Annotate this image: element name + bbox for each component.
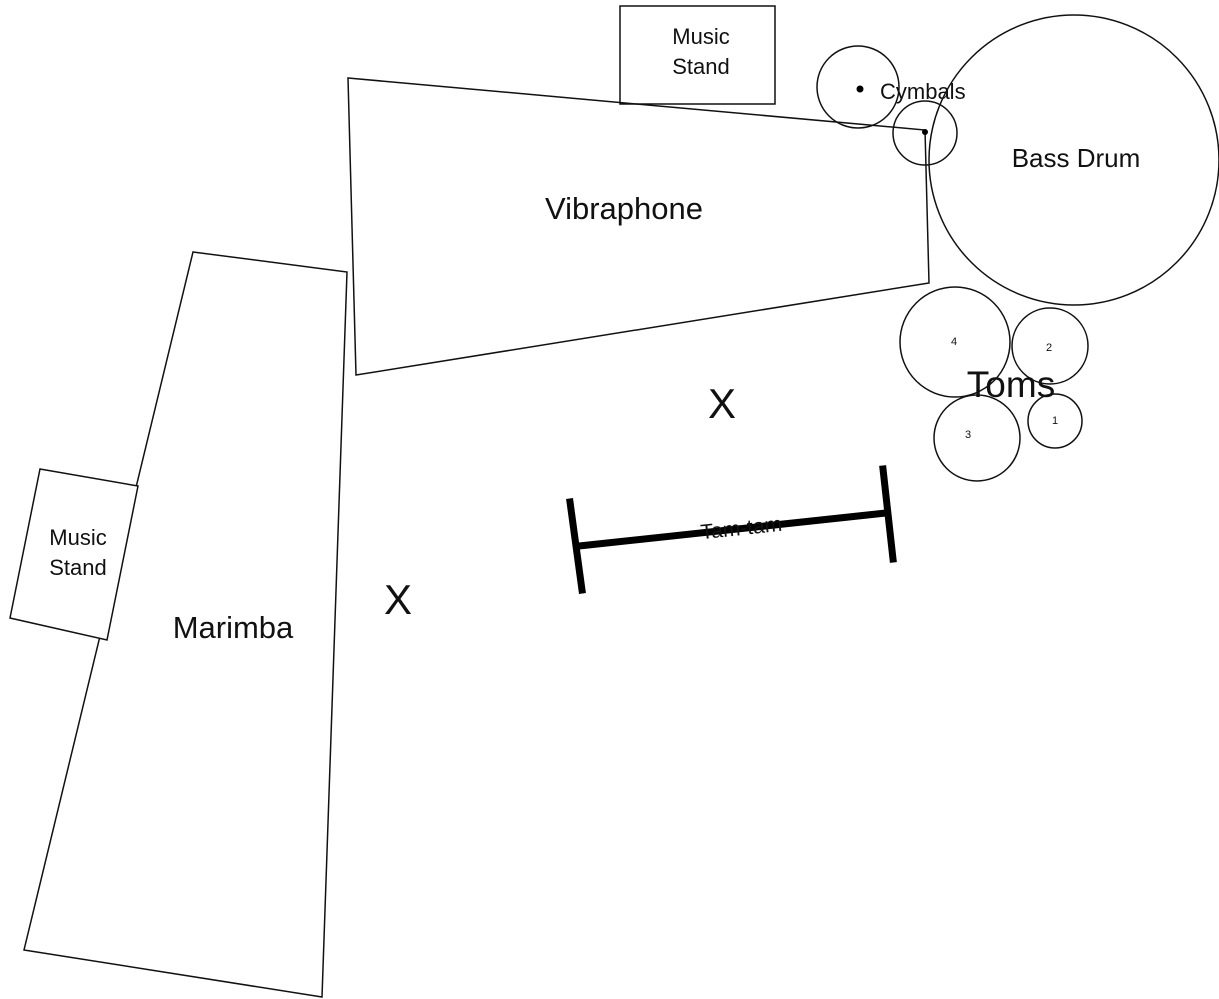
toms-label: Toms [967,364,1055,405]
marimba: Marimba [23,251,348,998]
tam-tam-frame [575,509,890,550]
tom-3 [933,394,1021,482]
cymbal-right-center [922,129,928,135]
tom-4 [899,286,1011,398]
cymbal-left-center [856,85,864,93]
cymbals-label: Cymbals [880,79,966,104]
music-stand-left: Music Stand [9,468,139,641]
cymbal-right [892,100,958,166]
player-positions: X X [384,380,736,623]
tom-1 [1027,393,1083,449]
music-stand-top-line2: Stand [672,54,730,79]
cymbal-left [816,45,900,129]
tom-4-number: 4 [951,336,957,348]
bass-drum-outline [928,14,1219,306]
cymbals: Cymbals [816,45,966,166]
player-position-mark: X [384,576,412,623]
marimba-label: Marimba [173,610,294,645]
bass-drum: Bass Drum [928,14,1219,306]
toms: 4 2 3 1 Toms [899,286,1089,482]
tam-tam: Tam-tam [566,465,897,594]
music-stand-left-line2: Stand [49,555,107,580]
player-position-mark: X [708,380,736,427]
music-stand-top-outline [619,5,776,105]
vibraphone-outline [347,77,930,376]
tom-2 [1011,307,1089,385]
tom-2-number: 2 [1046,342,1052,354]
tom-1-number: 1 [1052,415,1058,427]
music-stand-top-line1: Music [672,24,729,49]
bass-drum-label: Bass Drum [1012,143,1141,173]
music-stand-top: Music Stand [619,5,776,105]
marimba-outline [23,251,348,998]
tam-tam-label: Tam-tam [699,513,783,544]
music-stand-left-line1: Music [49,525,106,550]
vibraphone: Vibraphone [347,77,930,376]
vibraphone-label: Vibraphone [545,191,703,226]
tom-3-number: 3 [965,429,971,441]
music-stand-left-outline [9,468,139,641]
